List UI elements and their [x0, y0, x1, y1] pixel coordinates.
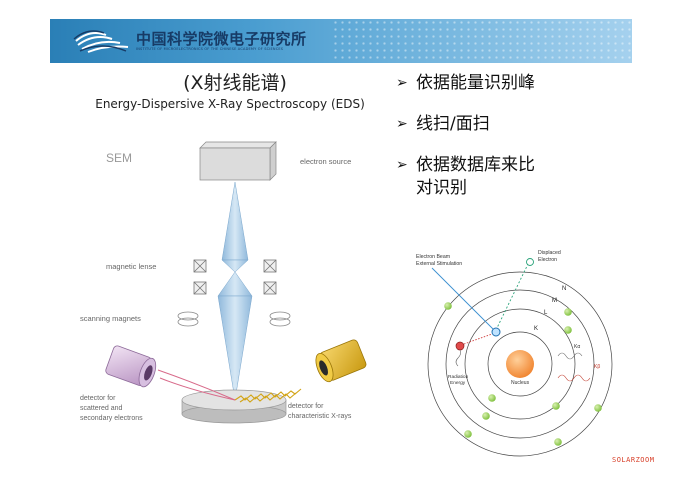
sample-stage — [181, 389, 287, 424]
magnetic-lense-label: magnetic lense — [106, 262, 156, 271]
k-beta-label: Kβ — [594, 364, 600, 370]
atom-shell-diagram: N M L K Nucleus Electron Beam External S… — [416, 250, 613, 457]
bullet-item: ➢ 依据能量识别峰 — [396, 72, 656, 95]
transition-path — [463, 333, 493, 345]
sem-label: SEM — [106, 151, 132, 165]
slide-title-chinese: (X射线能谱) — [183, 72, 287, 94]
electron-beam-crossover — [221, 259, 249, 273]
scanning-magnets — [177, 311, 291, 327]
scattered-electron-paths — [157, 369, 236, 401]
shell-electron — [464, 430, 472, 438]
k-alpha-label: Kα — [574, 344, 580, 350]
shell-electron — [444, 302, 452, 310]
shell-l-label: L — [544, 310, 548, 316]
bullet-text: 依据能量识别峰 — [416, 73, 535, 93]
scattered-detector-label-line1: detector for — [80, 395, 116, 402]
radiation-label-line1: Radiation — [448, 374, 469, 380]
arrow-bullet-icon: ➢ — [396, 116, 408, 132]
institute-logo-icon — [73, 30, 129, 53]
banner-dot-pattern — [332, 19, 632, 63]
shell-electron — [482, 412, 490, 420]
xray-detector-label-line1: detector for — [288, 403, 324, 410]
shell-electron — [594, 404, 602, 412]
scattered-electron-detector — [105, 345, 157, 388]
electron-shells — [427, 271, 613, 457]
displaced-electron — [526, 258, 534, 266]
vacancy-electron — [491, 327, 501, 337]
sem-eds-diagram: SEM electron source magnetic lense scann… — [80, 141, 367, 424]
electron-beam-upper — [221, 181, 249, 261]
electron-beam-middle — [217, 271, 253, 297]
electron-source-label: electron source — [300, 157, 351, 166]
magnetic-lenses — [193, 259, 277, 295]
shell-electron — [564, 308, 572, 316]
k-alpha-wave — [557, 352, 583, 360]
shell-electron — [552, 402, 560, 410]
xray-paths — [234, 388, 302, 403]
nucleus — [506, 350, 534, 378]
scanning-magnets-label: scanning magnets — [80, 314, 141, 323]
bullet-text-continued: 对识别 — [416, 178, 467, 198]
bullet-list: ➢ 依据能量识别峰 ➢ 线扫/面扫 ➢ 依据数据库来比 对识别 — [396, 72, 656, 218]
incident-beam-path — [431, 267, 495, 331]
bullet-text: 线扫/面扫 — [416, 114, 490, 134]
electron-source-box — [199, 141, 277, 181]
electron-beam-label-line2: External Stimulation — [416, 261, 462, 267]
shell-electrons — [444, 302, 602, 446]
xray-detector-label-line2: characteristic X-rays — [288, 413, 352, 420]
arrow-bullet-icon: ➢ — [396, 75, 408, 91]
falling-electron — [455, 341, 465, 351]
displaced-electron-label-line1: Displaced — [538, 250, 561, 256]
electron-beam-label-line1: Electron Beam — [416, 254, 450, 260]
displaced-electron-label-line2: Electron — [538, 257, 557, 263]
arrow-bullet-icon: ➢ — [396, 157, 408, 173]
nucleus-label: Nucleus — [511, 380, 530, 386]
shell-electron — [554, 438, 562, 446]
slide-title-english: Energy-Dispersive X-Ray Spectroscopy (ED… — [95, 97, 365, 111]
bullet-text: 依据数据库来比 — [416, 155, 535, 175]
scattered-detector-label-line2: scattered and — [80, 405, 123, 412]
displaced-electron-path — [495, 263, 529, 331]
institute-subtitle: INSTITUTE OF MICROELECTRONICS OF THE CHI… — [136, 47, 284, 51]
radiation-label-line2: Energy — [450, 380, 466, 386]
radiation-wave — [455, 349, 461, 367]
bullet-item: ➢ 线扫/面扫 — [396, 113, 656, 136]
bullet-item: ➢ 依据数据库来比 对识别 — [396, 154, 656, 200]
shell-electron — [564, 326, 572, 334]
institute-banner: 中国科学院微电子研究所 INSTITUTE OF MICROELECTRONIC… — [50, 19, 632, 63]
scattered-detector-label-line3: secondary electrons — [80, 415, 143, 422]
institute-name: 中国科学院微电子研究所 — [136, 30, 307, 48]
shell-m-label: M — [552, 298, 557, 304]
shell-n-label: N — [562, 286, 566, 292]
xray-detector — [315, 339, 367, 383]
shell-k-label: K — [534, 326, 538, 332]
electron-beam-lower — [217, 295, 253, 401]
shell-electron — [488, 394, 496, 402]
solarzoom-watermark: SOLARZOOM — [612, 456, 655, 464]
k-beta-wave — [557, 374, 591, 382]
